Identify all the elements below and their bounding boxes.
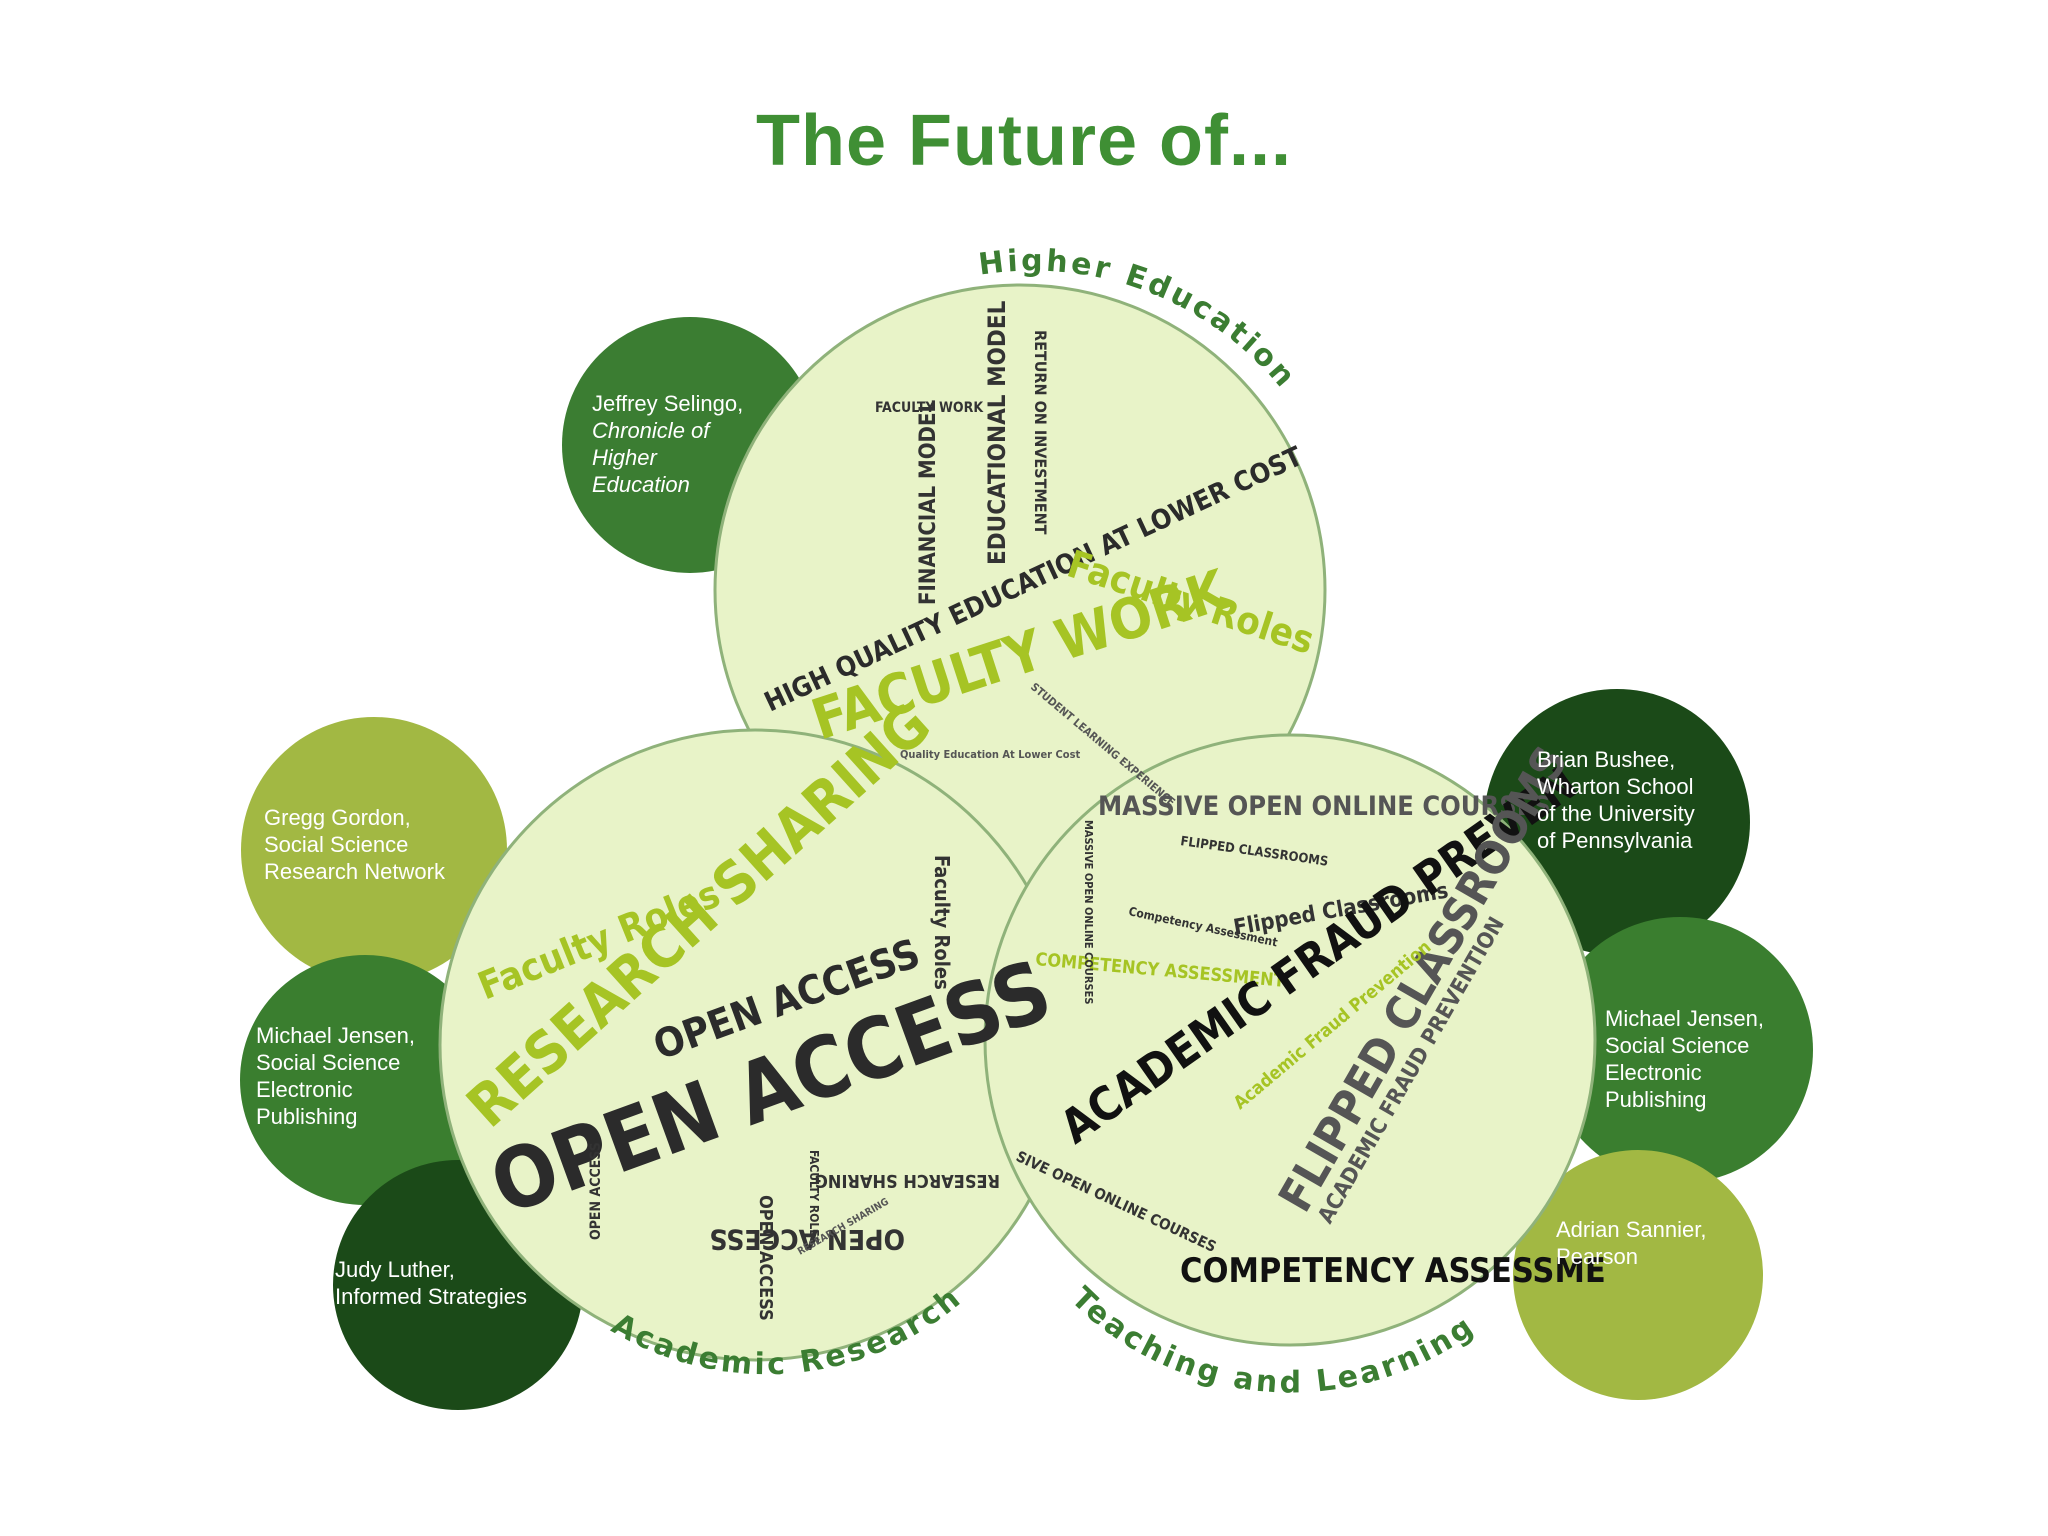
word: MASSIVE OPEN ONLINE COURSES [1098, 791, 1551, 822]
speaker-label: Jeffrey Selingo, Chronicle of Higher Edu… [592, 390, 743, 498]
word: EDUCATIONAL MODEL [983, 300, 1011, 565]
speaker-name: Brian Bushee, [1537, 747, 1676, 772]
speaker-org: Informed Strategies [335, 1284, 527, 1309]
speaker-bubble [240, 955, 490, 1205]
speaker-org: of the University [1537, 801, 1695, 826]
word: COMPETENCY ASSESSME [1180, 1251, 1606, 1291]
speaker-label: Michael Jensen, Social Science Electroni… [1605, 1005, 1764, 1113]
speaker-label: Judy Luther, Informed Strategies [335, 1256, 527, 1310]
word: Quality Education At Lower Cost [900, 748, 1080, 761]
speaker-org: Publishing [1605, 1087, 1707, 1112]
page-title: The Future of... [756, 101, 1292, 181]
speaker-label: Adrian Sannier, Pearson [1556, 1216, 1706, 1270]
word: Faculty Roles [930, 855, 954, 990]
speaker-org: of Pennsylvania [1537, 828, 1693, 853]
word: RETURN ON INVESTMENT [1031, 330, 1050, 535]
speaker-org: Social Science [264, 832, 409, 857]
speaker-label: Michael Jensen, Social Science Electroni… [256, 1022, 415, 1130]
speaker-name: Judy Luther, [335, 1257, 455, 1282]
teaching-learning-bubble [983, 733, 1597, 1347]
word: RESEARCH SHARING [815, 1170, 1000, 1191]
speaker-name: Gregg Gordon, [264, 805, 411, 830]
word: OPEN ACCESS [588, 1142, 604, 1240]
speaker-org: Research Network [264, 859, 445, 884]
word: FACULTY ROLES [807, 1150, 821, 1244]
word: OPEN ACCESS [755, 1195, 776, 1321]
word: FACULTY WORK [875, 400, 984, 416]
speaker-label: Brian Bushee, Wharton School of the Univ… [1537, 746, 1695, 854]
speaker-name: Adrian Sannier, [1556, 1217, 1707, 1242]
speaker-name: Michael Jensen, [1605, 1006, 1764, 1031]
speaker-org: Publishing [256, 1104, 358, 1129]
word: OPEN ACCESS [709, 1223, 905, 1256]
speaker-org: Chronicle of [592, 418, 710, 443]
speaker-bubble [1547, 917, 1813, 1183]
speaker-label: Gregg Gordon, Social Science Research Ne… [264, 804, 445, 885]
speaker-org: Higher [592, 445, 657, 470]
speaker-org: Wharton School [1537, 774, 1694, 799]
speaker-bubble [241, 717, 507, 983]
speaker-bubble [1513, 1150, 1763, 1400]
speaker-name: Michael Jensen, [256, 1023, 415, 1048]
speaker-org: Social Science [1605, 1033, 1750, 1058]
speaker-org: Education [592, 472, 690, 497]
word: FINANCIAL MODEL [916, 399, 941, 605]
word: MASSIVE OPEN ONLINE COURSES [1082, 820, 1095, 1004]
speaker-org: Electronic [256, 1077, 353, 1102]
speaker-name: Jeffrey Selingo, [592, 391, 744, 416]
speaker-org: Electronic [1605, 1060, 1702, 1085]
speaker-org: Pearson [1556, 1244, 1638, 1269]
speaker-org: Social Science [256, 1050, 401, 1075]
